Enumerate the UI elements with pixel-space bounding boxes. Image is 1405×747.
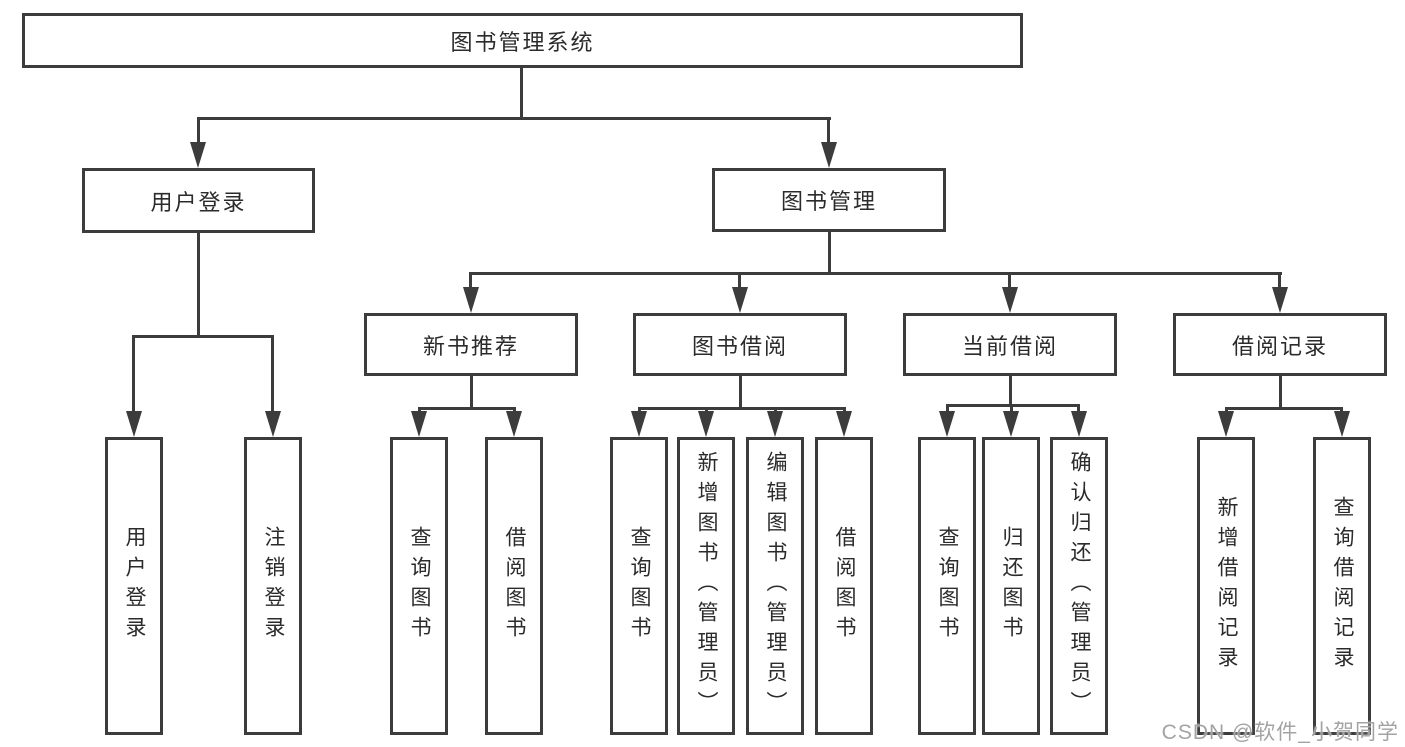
connector-drop bbox=[1077, 404, 1080, 413]
connector-currentborrow-bar bbox=[946, 404, 1080, 407]
connector-drop-currentborrow bbox=[1008, 272, 1011, 289]
node-book-management-label: 图书管理 bbox=[780, 189, 877, 214]
connector-drop bbox=[418, 407, 421, 413]
connector-drop bbox=[1340, 407, 1343, 413]
connector-currentborrow-stem bbox=[1009, 376, 1012, 406]
connector-drop bbox=[774, 407, 777, 413]
arrowhead bbox=[190, 142, 206, 168]
connector-drop-bookborrow bbox=[738, 272, 741, 289]
node-current-borrowing: 当前借阅 bbox=[903, 313, 1117, 376]
arrowhead bbox=[1272, 287, 1288, 313]
arrowhead bbox=[506, 411, 522, 437]
leaf-query-books-borrowing: 查询图书 bbox=[610, 437, 668, 735]
connector-borrowrecords-stem bbox=[1279, 376, 1282, 409]
arrowhead bbox=[411, 411, 427, 437]
leaf-borrow-books-label: 借阅图书 bbox=[833, 526, 856, 646]
leaf-edit-books-admin: 编辑图书（管理员） bbox=[746, 437, 804, 735]
leaf-borrow-books-recommend-label: 借阅图书 bbox=[503, 526, 526, 646]
arrowhead bbox=[939, 411, 955, 437]
leaf-add-books-admin: 新增图书（管理员） bbox=[677, 437, 735, 735]
arrowhead bbox=[1071, 411, 1087, 437]
connector-drop-user-login bbox=[197, 117, 200, 143]
connector-newbook-bar bbox=[418, 407, 516, 410]
node-current-borrowing-label: 当前借阅 bbox=[961, 333, 1058, 359]
leaf-add-borrow-record: 新增借阅记录 bbox=[1197, 437, 1255, 735]
connector-root-bar bbox=[197, 117, 831, 120]
connector-drop-borrowrecords bbox=[1278, 272, 1281, 289]
leaf-edit-books-admin-label: 编辑图书（管理员） bbox=[764, 451, 787, 721]
leaf-user-login-label: 用户登录 bbox=[123, 526, 146, 646]
connector-bookborrow-bar bbox=[638, 407, 845, 410]
leaf-query-borrow-record-label: 查询借阅记录 bbox=[1331, 496, 1354, 676]
connector-drop-book-mgmt bbox=[827, 117, 830, 143]
leaf-add-books-admin-label: 新增图书（管理员） bbox=[695, 451, 718, 721]
node-book-borrowing: 图书借阅 bbox=[633, 313, 847, 376]
connector-drop bbox=[1010, 404, 1013, 413]
node-root: 图书管理系统 bbox=[22, 13, 1023, 68]
leaf-confirm-return-admin-label: 确认归还（管理员） bbox=[1068, 451, 1091, 721]
leaf-confirm-return-admin: 确认归还（管理员） bbox=[1050, 437, 1108, 735]
node-borrow-records-label: 借阅记录 bbox=[1231, 333, 1328, 359]
node-new-book-recommend: 新书推荐 bbox=[364, 313, 578, 376]
connector-drop bbox=[1225, 407, 1228, 413]
node-user-login-group: 用户登录 bbox=[82, 168, 315, 233]
node-user-login-group-label: 用户登录 bbox=[150, 189, 247, 215]
connector-drop-leaf-login bbox=[132, 335, 135, 413]
arrowhead bbox=[767, 411, 783, 437]
arrowhead bbox=[1002, 287, 1018, 313]
connector-userlogin-bar bbox=[133, 335, 274, 338]
arrowhead bbox=[265, 411, 281, 437]
arrowhead bbox=[821, 142, 837, 168]
connector-drop bbox=[843, 407, 846, 413]
connector-drop-leaf-logout bbox=[271, 335, 274, 413]
leaf-query-books-current-label: 查询图书 bbox=[936, 526, 959, 646]
connector-borrowrecords-bar bbox=[1225, 407, 1343, 410]
connector-drop bbox=[638, 407, 641, 413]
node-borrow-records: 借阅记录 bbox=[1173, 313, 1387, 376]
leaf-logout: 注销登录 bbox=[244, 437, 302, 735]
connector-bookborrow-stem bbox=[739, 376, 742, 409]
connector-bookmgmt-bar bbox=[469, 272, 1282, 275]
arrowhead bbox=[631, 411, 647, 437]
node-book-management: 图书管理 bbox=[712, 168, 946, 232]
connector-bookmgmt-stem bbox=[828, 232, 831, 274]
leaf-query-books-recommend: 查询图书 bbox=[390, 437, 448, 735]
leaf-return-books-label: 归还图书 bbox=[1000, 526, 1023, 646]
connector-drop-newbook bbox=[469, 272, 472, 289]
arrowhead bbox=[698, 411, 714, 437]
leaf-query-books-current: 查询图书 bbox=[918, 437, 976, 735]
node-book-borrowing-label: 图书借阅 bbox=[691, 333, 788, 359]
connector-drop bbox=[946, 404, 949, 413]
arrowhead bbox=[1003, 411, 1019, 437]
connector-drop bbox=[705, 407, 708, 413]
leaf-query-books-recommend-label: 查询图书 bbox=[408, 526, 431, 646]
leaf-return-books: 归还图书 bbox=[982, 437, 1040, 735]
leaf-query-borrow-record: 查询借阅记录 bbox=[1313, 437, 1371, 735]
leaf-query-books-borrowing-label: 查询图书 bbox=[628, 526, 651, 646]
arrowhead bbox=[836, 411, 852, 437]
connector-root-stem bbox=[520, 66, 523, 118]
connector-newbook-stem bbox=[470, 376, 473, 409]
leaf-user-login: 用户登录 bbox=[105, 437, 163, 735]
node-root-label: 图书管理系统 bbox=[450, 29, 595, 55]
connector-userlogin-stem bbox=[197, 233, 200, 337]
watermark: CSDN @软件_小贺同学 bbox=[1161, 721, 1399, 744]
leaf-borrow-books: 借阅图书 bbox=[815, 437, 873, 735]
node-new-book-recommend-label: 新书推荐 bbox=[422, 333, 519, 359]
arrowhead bbox=[732, 287, 748, 313]
leaf-borrow-books-recommend: 借阅图书 bbox=[485, 437, 543, 735]
arrowhead bbox=[1334, 411, 1350, 437]
arrowhead bbox=[1218, 411, 1234, 437]
leaf-logout-label: 注销登录 bbox=[262, 526, 285, 646]
connector-drop bbox=[513, 407, 516, 413]
leaf-add-borrow-record-label: 新增借阅记录 bbox=[1215, 496, 1238, 676]
arrowhead bbox=[126, 411, 142, 437]
arrowhead bbox=[463, 287, 479, 313]
